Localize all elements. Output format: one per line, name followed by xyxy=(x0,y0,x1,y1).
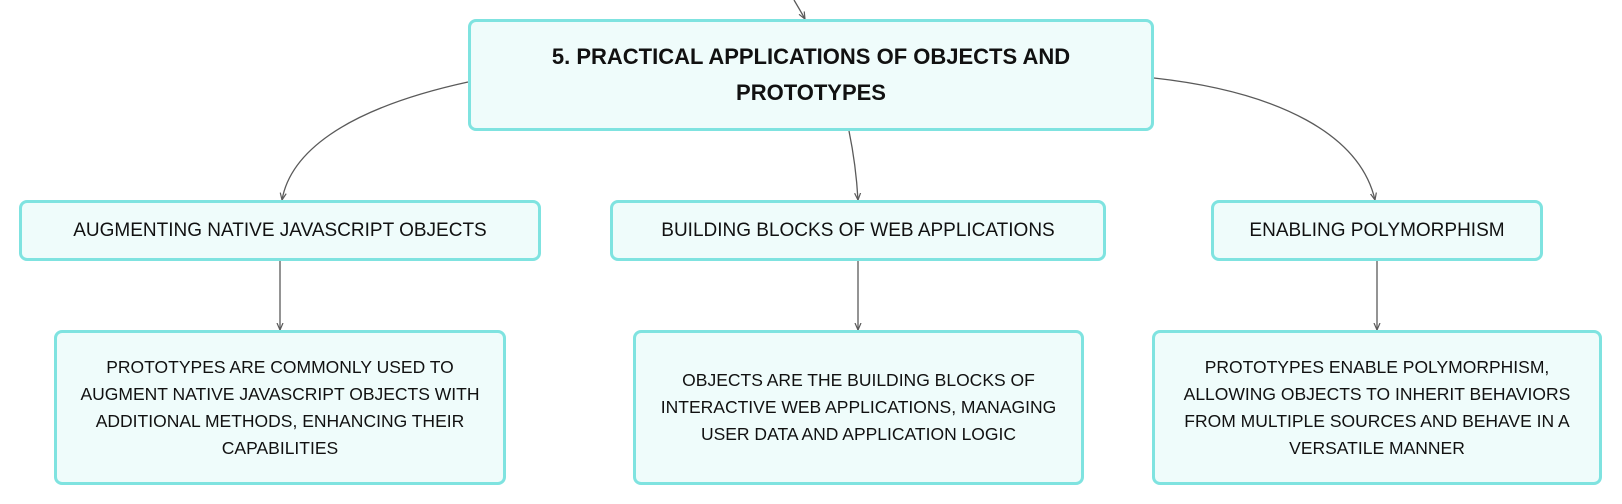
connector-root-to-branch-1 xyxy=(282,81,469,200)
connector-root-to-branch-2 xyxy=(848,130,858,200)
leaf-node-text: PROTOTYPES ENABLE POLYMORPHISM, ALLOWING… xyxy=(1183,356,1571,458)
branch-node-enabling-polymorphism[interactable]: ENABLING POLYMORPHISM xyxy=(1211,200,1543,261)
leaf-node-text: PROTOTYPES ARE COMMONLY USED TO AUGMENT … xyxy=(80,356,480,458)
leaf-node-polymorphism-detail[interactable]: PROTOTYPES ENABLE POLYMORPHISM, ALLOWING… xyxy=(1152,330,1602,485)
leaf-node-augmenting-detail[interactable]: PROTOTYPES ARE COMMONLY USED TO AUGMENT … xyxy=(54,330,506,485)
leaf-node-text: OBJECTS ARE THE BUILDING BLOCKS OF INTER… xyxy=(660,370,1057,444)
branch-node-building-blocks[interactable]: BUILDING BLOCKS OF WEB APPLICATIONS xyxy=(610,200,1106,261)
connector-from-parent xyxy=(793,0,805,19)
root-node[interactable]: 5. PRACTICAL APPLICATIONS OF OBJECTS AND… xyxy=(468,19,1154,131)
root-node-title: 5. PRACTICAL APPLICATIONS OF OBJECTS AND… xyxy=(551,44,1071,105)
branch-node-label: BUILDING BLOCKS OF WEB APPLICATIONS xyxy=(661,219,1055,241)
connector-root-to-branch-3 xyxy=(1153,77,1375,200)
branch-node-augmenting-native-objects[interactable]: AUGMENTING NATIVE JAVASCRIPT OBJECTS xyxy=(19,200,541,261)
leaf-node-building-blocks-detail[interactable]: OBJECTS ARE THE BUILDING BLOCKS OF INTER… xyxy=(633,330,1084,485)
branch-node-label: ENABLING POLYMORPHISM xyxy=(1249,219,1505,241)
branch-node-label: AUGMENTING NATIVE JAVASCRIPT OBJECTS xyxy=(73,219,487,241)
